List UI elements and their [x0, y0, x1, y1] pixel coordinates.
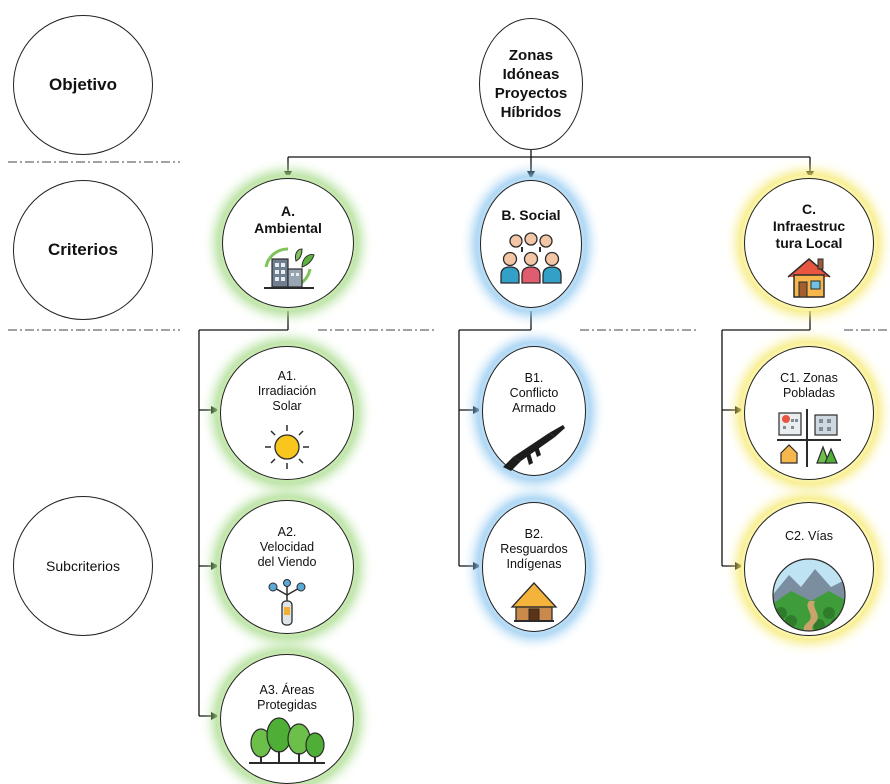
c1-line-2: Pobladas: [782, 386, 836, 400]
level-subcriteria: Subcriterios: [13, 496, 153, 636]
level-separators: [8, 161, 890, 331]
branch-c-connectors: [721, 308, 811, 570]
sun-icon: [265, 425, 309, 469]
criterion-c-line-2: Infraestruc: [772, 218, 846, 234]
subcriterion-c2: C2. Vías: [744, 502, 874, 636]
hut-icon: [510, 582, 558, 622]
anemometer-icon: [268, 579, 306, 626]
criterion-a-line-2: Ambiental: [254, 220, 322, 236]
criterion-c-line-1: C.: [802, 201, 816, 217]
level-objective-label: Objetivo: [48, 75, 117, 94]
a3-line-1: A3. Áreas: [259, 683, 315, 697]
c2-line-1: C2. Vías: [785, 529, 833, 543]
town-icon: [777, 409, 841, 467]
a1-line-1: A1.: [277, 369, 297, 383]
b1-line-1: B1.: [524, 371, 544, 385]
level-criteria: Criterios: [13, 180, 153, 320]
branch-b-connectors: [458, 308, 532, 570]
criterion-c-line-3: tura Local: [775, 235, 843, 251]
rifle-icon: [503, 425, 565, 471]
a2-line-1: A2.: [277, 525, 297, 539]
level-objective: Objetivo: [13, 15, 153, 155]
b1-line-2: Conflicto: [509, 386, 559, 400]
a3-line-2: Protegidas: [257, 698, 317, 712]
level-subcriteria-label: Subcriterios: [46, 558, 120, 574]
people-group-icon: [500, 232, 562, 284]
goal-node: Zonas Idóneas Proyectos Híbridos: [479, 18, 583, 150]
b1-line-3: Armado: [512, 401, 556, 415]
a1-line-2: Irradiación: [257, 384, 317, 398]
a2-line-3: del Viendo: [257, 555, 317, 569]
subcriterion-c1: C1. Zonas Pobladas: [744, 346, 874, 480]
sustainable-building-icon: [264, 247, 315, 289]
b2-line-3: Indígenas: [506, 557, 562, 571]
criterion-b-line-1: B. Social: [501, 207, 561, 223]
c1-line-1: C1. Zonas: [780, 371, 838, 385]
subcriterion-a1: A1. Irradiación Solar: [220, 346, 354, 480]
b2-line-1: B2.: [524, 527, 544, 541]
subcriterion-b2: B2. Resguardos Indígenas: [482, 502, 586, 632]
subcriterion-b1: B1. Conflicto Armado: [482, 346, 586, 476]
a1-line-3: Solar: [272, 399, 302, 413]
goal-line-4: Híbridos: [500, 104, 562, 121]
criterion-social: B. Social: [480, 180, 582, 308]
goal-line-3: Proyectos: [494, 85, 568, 102]
a2-line-2: Velocidad: [259, 540, 315, 554]
goal-connectors: [284, 150, 814, 179]
goal-line-1: Zonas: [508, 47, 554, 64]
goal-line-2: Idóneas: [502, 66, 560, 83]
level-criteria-label: Criterios: [48, 240, 118, 259]
criterion-a-line-1: A.: [281, 203, 295, 219]
criterion-ambiental: A. Ambiental: [222, 178, 354, 308]
house-icon: [787, 258, 831, 298]
forest-icon: [249, 717, 325, 764]
criterion-infraestructura: C. Infraestruc tura Local: [744, 178, 874, 308]
mountain-road-icon: [772, 558, 846, 632]
branch-a-connectors: [198, 308, 289, 720]
subcriterion-a3: A3. Áreas Protegidas: [220, 654, 354, 784]
subcriterion-a2: A2. Velocidad del Viendo: [220, 500, 354, 634]
b2-line-2: Resguardos: [500, 542, 568, 556]
